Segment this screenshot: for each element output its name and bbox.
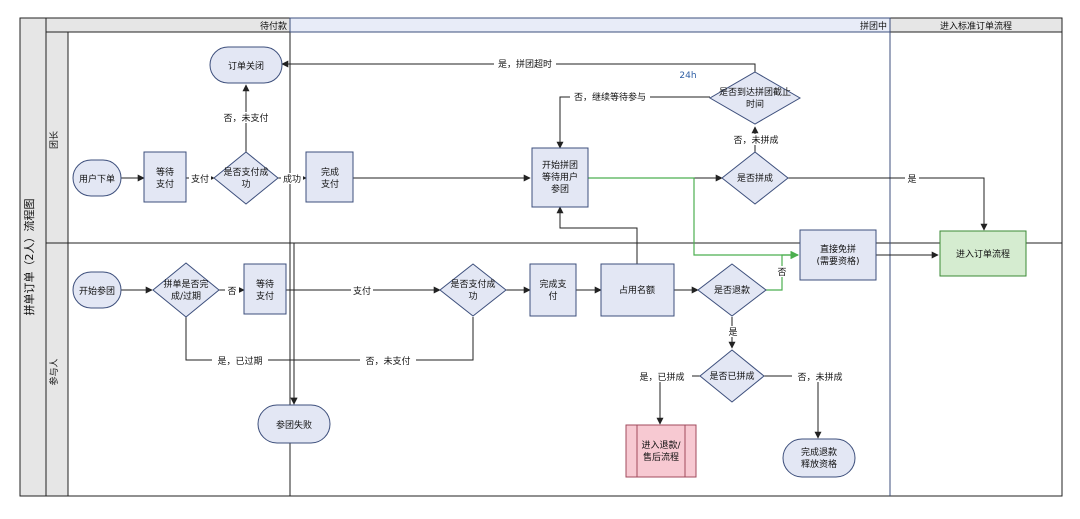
edge-label-no-direct: 否 <box>777 267 786 278</box>
pool-frame <box>19 17 1063 497</box>
svg-text:完成退款: 完成退款 <box>801 446 837 458</box>
svg-text:进入订单流程: 进入订单流程 <box>956 248 1010 260</box>
node-start-join: 开始参团 <box>72 271 122 309</box>
svg-text:参团: 参团 <box>551 183 569 195</box>
svg-text:(需要资格): (需要资格) <box>816 255 859 267</box>
node-wait-pay-2: 等待 支付 <box>243 263 287 315</box>
svg-text:付: 付 <box>548 291 557 302</box>
svg-text:开始参团: 开始参团 <box>79 285 115 297</box>
edge-label-already-no: 否，未拼成 <box>797 371 842 383</box>
svg-text:是否支付成: 是否支付成 <box>223 166 268 178</box>
svg-text:售后流程: 售后流程 <box>643 451 679 463</box>
node-close-order: 订单关闭 <box>209 46 283 84</box>
node-pay-done-1: 完成 支付 <box>305 151 354 203</box>
svg-text:是否拼成: 是否拼成 <box>737 172 773 184</box>
node-user-order: 用户下单 <box>72 159 122 197</box>
edge-label-expired-yes: 是，已过期 <box>217 355 262 367</box>
svg-text:占用名额: 占用名额 <box>619 284 655 296</box>
svg-text:等待: 等待 <box>156 166 174 178</box>
edge-label-keep-waiting: 否，继续等待参与 <box>574 91 646 103</box>
svg-text:用户下单: 用户下单 <box>79 173 115 185</box>
svg-text:成/过期: 成/过期 <box>171 290 201 302</box>
svg-text:等待: 等待 <box>256 278 274 290</box>
node-enter-order: 进入订单流程 <box>939 230 1027 277</box>
node-refund-done: 完成退款 释放资格 <box>782 438 856 478</box>
edge-label-24h: 24h <box>679 71 696 81</box>
svg-text:是否到达拼团截止: 是否到达拼团截止 <box>719 86 791 98</box>
edge-label-not-grouped: 否，未拼成 <box>733 134 778 146</box>
edge-label-refund-yes: 是 <box>728 327 737 338</box>
svg-text:支付: 支付 <box>256 290 274 302</box>
node-is-refund: 是否退款 <box>697 263 767 317</box>
svg-text:开始拼团: 开始拼团 <box>542 159 578 171</box>
svg-text:功: 功 <box>241 179 250 190</box>
edge-label-not-paid-top: 否，未支付 <box>223 112 268 124</box>
node-group-expired: 拼单是否完 成/过期 <box>152 262 220 318</box>
svg-text:直接免拼: 直接免拼 <box>820 243 856 255</box>
svg-text:完成支: 完成支 <box>539 278 566 290</box>
edge-label-expired-no: 否 <box>227 286 236 297</box>
phase-label-grouping: 拼团中 <box>860 20 887 32</box>
svg-text:是否退款: 是否退款 <box>714 284 750 296</box>
edge-label-already-yes: 是，已拼成 <box>639 371 684 383</box>
node-pay-success-1: 是否支付成 功 <box>213 151 279 205</box>
svg-text:进入退款/: 进入退款/ <box>641 439 681 451</box>
edge-label-pay-2: 支付 <box>353 285 371 297</box>
node-occupy-slot: 占用名额 <box>600 263 675 317</box>
svg-text:是否支付成: 是否支付成 <box>450 278 495 290</box>
node-pay-success-2: 是否支付成 功 <box>439 263 507 317</box>
edge-label-success: 成功 <box>283 173 301 185</box>
node-is-already-grouped: 是否已拼成 <box>699 349 765 403</box>
phase-label-pending: 待付款 <box>260 20 287 32</box>
svg-text:时间: 时间 <box>746 98 764 110</box>
svg-text:功: 功 <box>468 291 477 302</box>
node-is-grouped: 是否拼成 <box>721 151 789 205</box>
edge-label-pay: 支付 <box>191 173 209 185</box>
lane-label-participant: 参与人 <box>48 358 60 385</box>
edge-label-yes-right: 是 <box>907 174 916 185</box>
node-pay-done-2: 完成支 付 <box>529 263 577 317</box>
svg-text:释放资格: 释放资格 <box>801 458 837 470</box>
edge-label-not-paid-bottom: 否，未支付 <box>365 355 410 367</box>
lane-label-leader: 团长 <box>48 131 60 149</box>
diagram-title: 拼单订单（2人）流程图 <box>22 199 36 316</box>
svg-text:参团失败: 参团失败 <box>276 419 312 431</box>
svg-text:拼单是否完: 拼单是否完 <box>163 278 208 290</box>
node-deadline-check: 是否到达拼团截止 时间 <box>709 71 801 125</box>
svg-text:支付: 支付 <box>321 178 339 190</box>
svg-text:等待用户: 等待用户 <box>542 171 578 183</box>
svg-text:是否已拼成: 是否已拼成 <box>709 370 754 382</box>
edge-label-timeout: 是，拼团超时 <box>498 58 552 70</box>
svg-text:支付: 支付 <box>156 178 174 190</box>
phase-label-standard: 进入标准订单流程 <box>940 20 1012 32</box>
node-join-failed: 参团失败 <box>257 404 331 444</box>
node-start-group: 开始拼团 等待用户 参团 <box>531 147 589 208</box>
node-wait-pay-1: 等待 支付 <box>143 151 187 203</box>
svg-text:订单关闭: 订单关闭 <box>228 60 264 72</box>
node-direct-free: 直接免拼 (需要资格) <box>799 229 877 281</box>
svg-text:完成: 完成 <box>321 166 339 178</box>
node-refund-flow: 进入退款/ 售后流程 <box>625 424 697 478</box>
